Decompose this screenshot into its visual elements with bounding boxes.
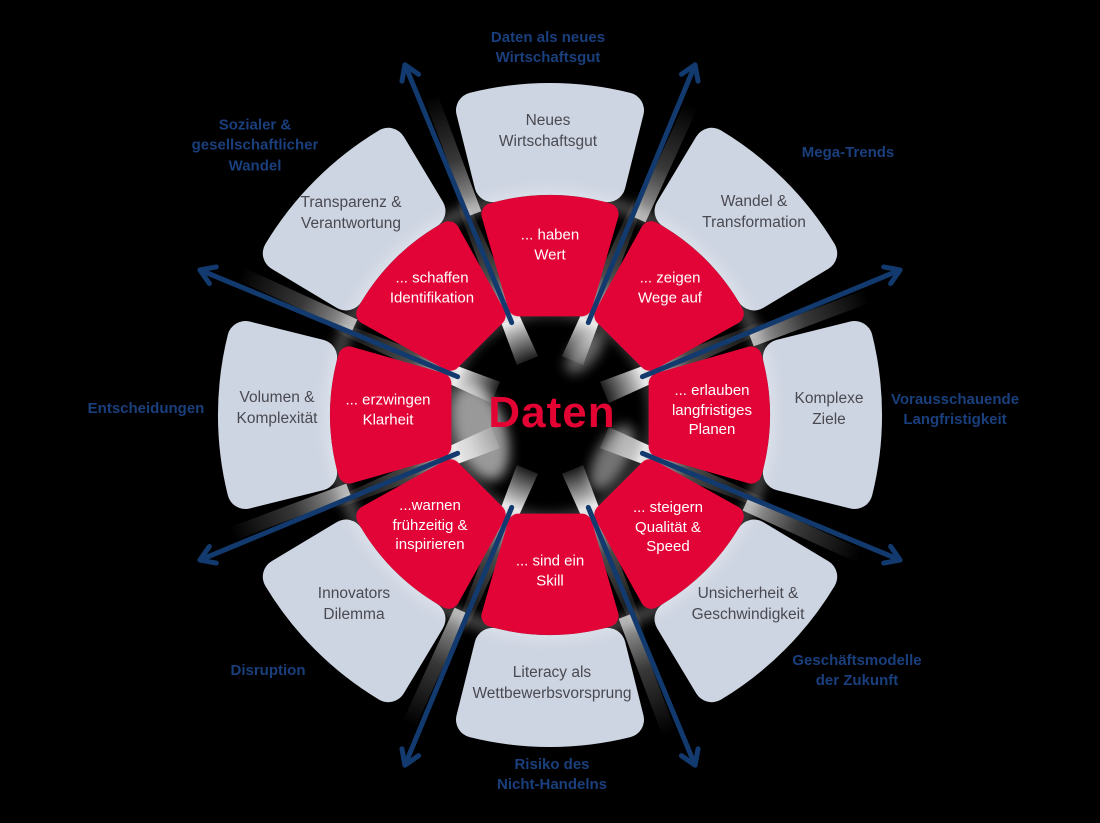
- arrows: [197, 62, 903, 768]
- arrow-ese: [639, 450, 903, 566]
- arrow-sse: [585, 504, 701, 768]
- arrow-nne: [585, 62, 701, 326]
- arrow-wsw: [197, 450, 461, 566]
- segment-n: [474, 101, 626, 184]
- segment-e: [781, 339, 864, 491]
- petal-w: [341, 357, 440, 472]
- segment-w: [236, 339, 319, 491]
- ring-glow: [325, 190, 775, 640]
- inner-ring: [341, 206, 759, 624]
- petal-n: [492, 206, 607, 305]
- segment-s: [474, 646, 626, 729]
- petal-s: [492, 525, 607, 624]
- arrow-ssw: [399, 504, 515, 768]
- arrow-ene: [639, 264, 903, 380]
- arrow-wnw: [197, 264, 461, 380]
- arrow-nnw: [399, 62, 515, 326]
- petal-e: [660, 357, 759, 472]
